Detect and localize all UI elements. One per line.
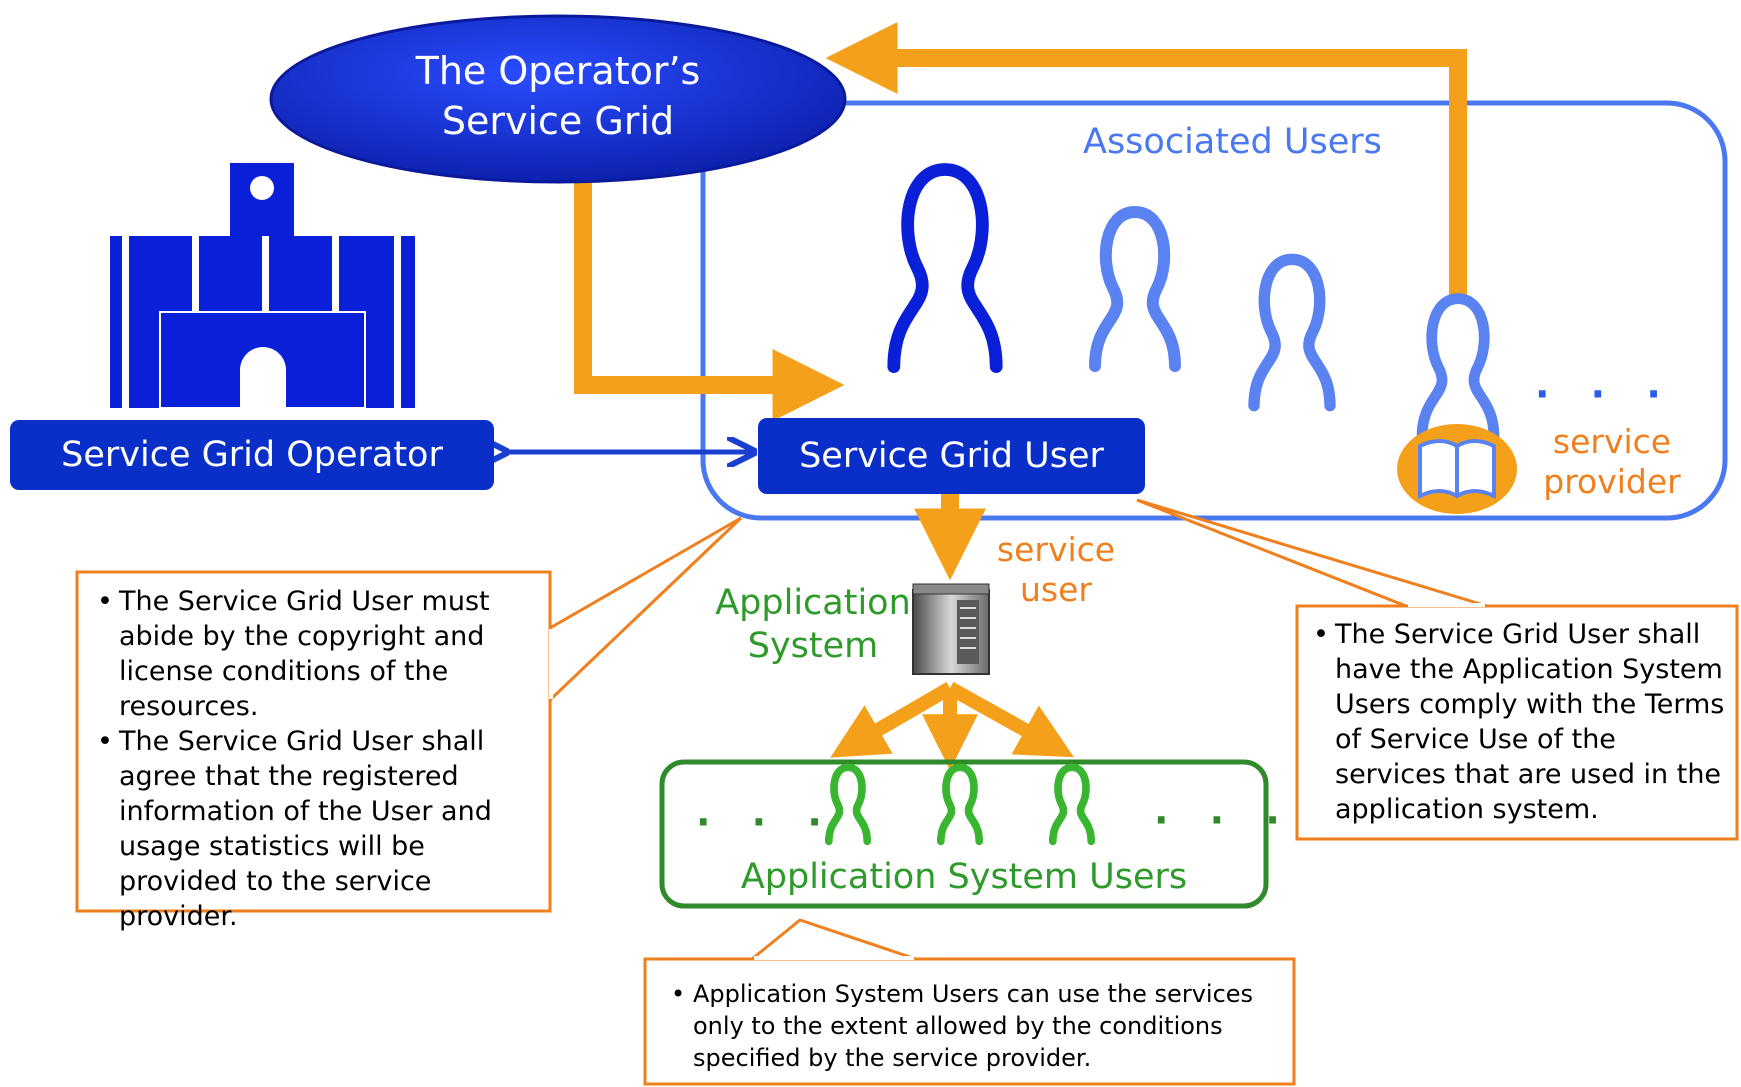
person-icon	[894, 170, 996, 367]
right-callout-item: The Service Grid User shall have the App…	[1313, 617, 1731, 827]
person-icon	[1254, 259, 1330, 405]
left-callout-item: The Service Grid User must abide by the …	[97, 584, 545, 724]
right-callout-text: The Service Grid User shall have the App…	[1313, 617, 1731, 827]
service-grid-user-label: Service Grid User	[799, 436, 1104, 476]
person-icon	[1053, 767, 1091, 841]
app-users-ellipsis-left: · · ·	[696, 800, 836, 844]
service-grid-user-box	[758, 418, 1145, 494]
application-system-line2: System	[747, 626, 879, 666]
person-icon	[941, 767, 979, 841]
server-icon	[912, 583, 990, 675]
service-user-label: service user	[990, 530, 1122, 610]
application-system-label: Application System	[713, 582, 913, 668]
operators-service-grid-label: The Operator’s Service Grid	[320, 46, 796, 146]
app-to-users-arrow	[946, 681, 1074, 758]
app-users-ellipsis-right: · · ·	[1154, 798, 1294, 842]
building-icon	[110, 163, 415, 409]
associated-users-label: Associated Users	[1083, 122, 1382, 162]
service-provider-line1: service	[1552, 422, 1672, 461]
application-system-line1: Application	[715, 583, 911, 623]
operator-grid-line1: The Operator’s	[415, 49, 701, 93]
operators-service-grid-ellipse	[269, 14, 847, 184]
application-system-users-label: Application System Users	[740, 857, 1188, 897]
service-grid-operator-label: Service Grid Operator	[61, 435, 443, 475]
operator-grid-line2: Service Grid	[441, 99, 675, 143]
person-icon	[1095, 212, 1175, 366]
service-provider-label: service provider	[1534, 422, 1690, 502]
left-callout-text: The Service Grid User must abide by the …	[97, 584, 545, 934]
person-icon	[1422, 299, 1494, 438]
left-callout-item: The Service Grid User shall agree that t…	[97, 724, 545, 934]
app-to-users-arrow	[830, 681, 954, 758]
application-system-users-box	[659, 759, 1269, 909]
book-icon	[1397, 424, 1517, 514]
provider-to-grid-arrow	[825, 22, 1467, 300]
service-provider-line2: provider	[1543, 462, 1681, 501]
bottom-callout-text: Application System Users can use the ser…	[671, 978, 1261, 1074]
service-grid-operator-box	[10, 420, 494, 490]
service-user-line2: user	[1020, 570, 1092, 609]
service-user-line1: service	[996, 530, 1116, 569]
bottom-callout-item: Application System Users can use the ser…	[671, 978, 1261, 1074]
associated-users-ellipsis: · · ·	[1535, 372, 1675, 416]
associated-users-region	[700, 100, 1728, 521]
bottom-callout-pointer	[747, 918, 917, 961]
grid-to-user-arrow	[574, 180, 845, 421]
